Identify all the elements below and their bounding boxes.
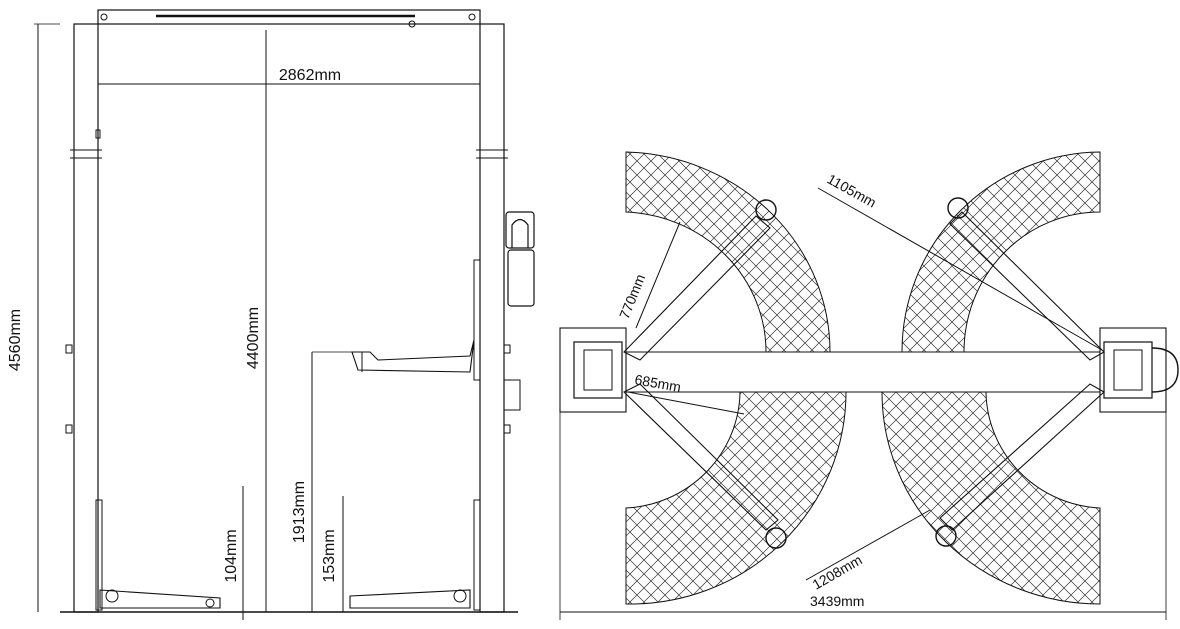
dim-label-1105: 1105mm [825, 171, 879, 211]
swing-arm-top-right [947, 197, 1105, 361]
dim-label-4400: 4400mm [245, 307, 262, 369]
dim-label-2862: 2862mm [279, 67, 341, 84]
sweep-zone-bottom-right [881, 391, 1101, 605]
base-plate-right [1099, 327, 1167, 413]
dim-label-153: 153mm [321, 529, 338, 582]
swing-arm-bottom-right [935, 383, 1105, 547]
sweep-zone-top-right [901, 151, 1101, 353]
power-unit-top [1151, 347, 1179, 393]
dim-line-1105 [817, 187, 1103, 351]
top-beam [97, 9, 481, 28]
post-right-top [1103, 341, 1153, 399]
dim-line-770 [635, 221, 681, 329]
swing-arm-bottom-left [623, 383, 787, 549]
right-column [473, 23, 521, 613]
swing-arm-top-left [623, 199, 777, 361]
low-arm-left [99, 589, 221, 609]
dim-label-685: 685mm [633, 371, 682, 395]
dim-label-1913: 1913mm [291, 481, 308, 543]
dim-label-770: 770mm [616, 272, 648, 321]
dim-label-4560: 4560mm [7, 309, 24, 371]
dim-line-1208 [805, 509, 931, 581]
dim-label-1208: 1208mm [810, 552, 865, 593]
low-arm-right [349, 589, 471, 609]
front-view: 2862mm 4560mm 4400mm 1913mm 153mm 104mm [7, 9, 535, 620]
top-view: 1105mm 770mm 685mm 1208mm 3439mm [559, 151, 1179, 620]
left-column [65, 23, 103, 613]
dim-label-3439: 3439mm [810, 593, 864, 609]
dim-label-104: 104mm [223, 529, 240, 582]
post-left-top [573, 341, 623, 399]
sweep-zone-top-left [625, 151, 831, 353]
sweep-zone-bottom-left [625, 391, 847, 605]
dim-line-685 [627, 391, 745, 415]
power-unit [505, 211, 535, 307]
raised-arm [351, 339, 475, 373]
base-plate-left [559, 327, 627, 413]
